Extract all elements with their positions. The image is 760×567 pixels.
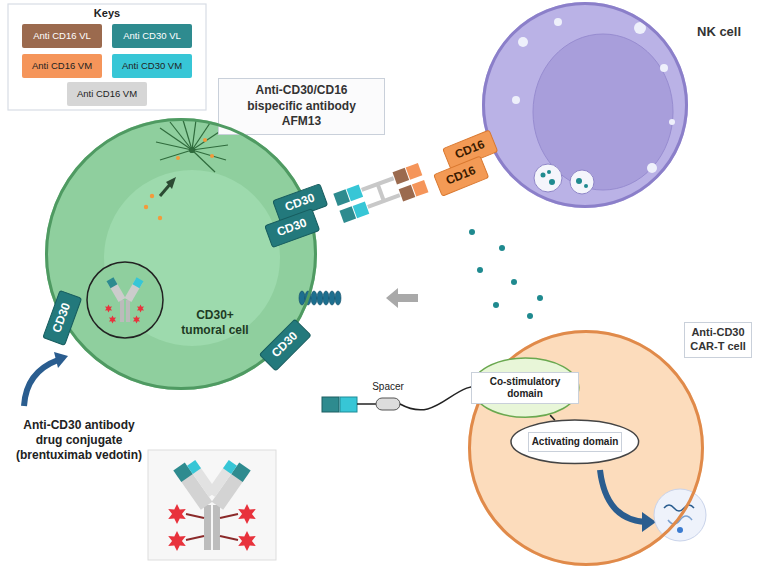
keys-panel	[8, 4, 206, 110]
activating-domain: Activating domain	[510, 419, 640, 465]
tubulin-fragments	[144, 138, 214, 220]
cell-membrane	[47, 120, 316, 389]
adc-illustration	[148, 450, 276, 560]
legend-text: Anti CD16 VM	[32, 61, 92, 71]
legend-text: Anti CD30 VL	[123, 31, 181, 41]
cell-membrane	[470, 332, 703, 565]
node-text: Anti-CD30/CD16 bispecific antibody AFM13	[227, 83, 376, 130]
tumor-cell-body	[45, 118, 341, 390]
grey-arrow	[386, 288, 418, 308]
adc-inset	[87, 262, 163, 338]
legend-swatch: Anti CD16 VM	[22, 54, 102, 78]
node-text: Anti-CD30 CAR-T cell	[684, 322, 752, 358]
arrow-head	[54, 352, 68, 368]
antibody-label-box: Anti-CD30/CD16 bispecific antibody AFM13	[218, 78, 385, 135]
cell-outline	[482, 2, 688, 208]
afm13-antibody	[333, 163, 428, 223]
nk-cell: NK cell	[482, 2, 688, 208]
legend-swatch: Anti CD30 VL	[112, 24, 192, 48]
legend-title: Keys	[8, 7, 206, 21]
legend-text: Anti CD16 VL	[33, 31, 91, 41]
connector-line	[550, 415, 555, 420]
domain-shape	[472, 358, 579, 417]
car-t-cell-body	[468, 330, 706, 566]
legend-swatch: Anti CD30 VM	[112, 54, 192, 78]
nk-cell-body	[482, 2, 688, 208]
node-text: NK cell	[697, 24, 757, 40]
internalisation-arrow	[24, 360, 58, 406]
car-receptor	[322, 386, 488, 412]
cell-membrane	[484, 4, 687, 207]
costimulatory-domain: Co-stimulatory domain	[471, 357, 580, 418]
legend-swatch: Anti CD16 VL	[22, 24, 102, 48]
car-t-cell: Anti-CD30 CAR-T cellCo-stimulatory domai…	[468, 330, 704, 566]
legend-text: Anti CD30 VM	[122, 61, 182, 71]
drug-label: Anti-CD30 antibody drug conjugate (brent…	[16, 418, 142, 463]
node-text: CD16	[444, 163, 478, 189]
node-text: Activating domain	[528, 432, 623, 452]
part-label: Spacer	[366, 381, 410, 394]
domain-shape	[511, 420, 639, 464]
legend-text: Anti CD16 VM	[77, 89, 137, 99]
legend-swatch: Anti CD16 VM	[67, 82, 147, 106]
node-text: CD30+ tumoral cell	[173, 308, 257, 338]
node-text: Co-stimulatory domain	[471, 372, 580, 404]
